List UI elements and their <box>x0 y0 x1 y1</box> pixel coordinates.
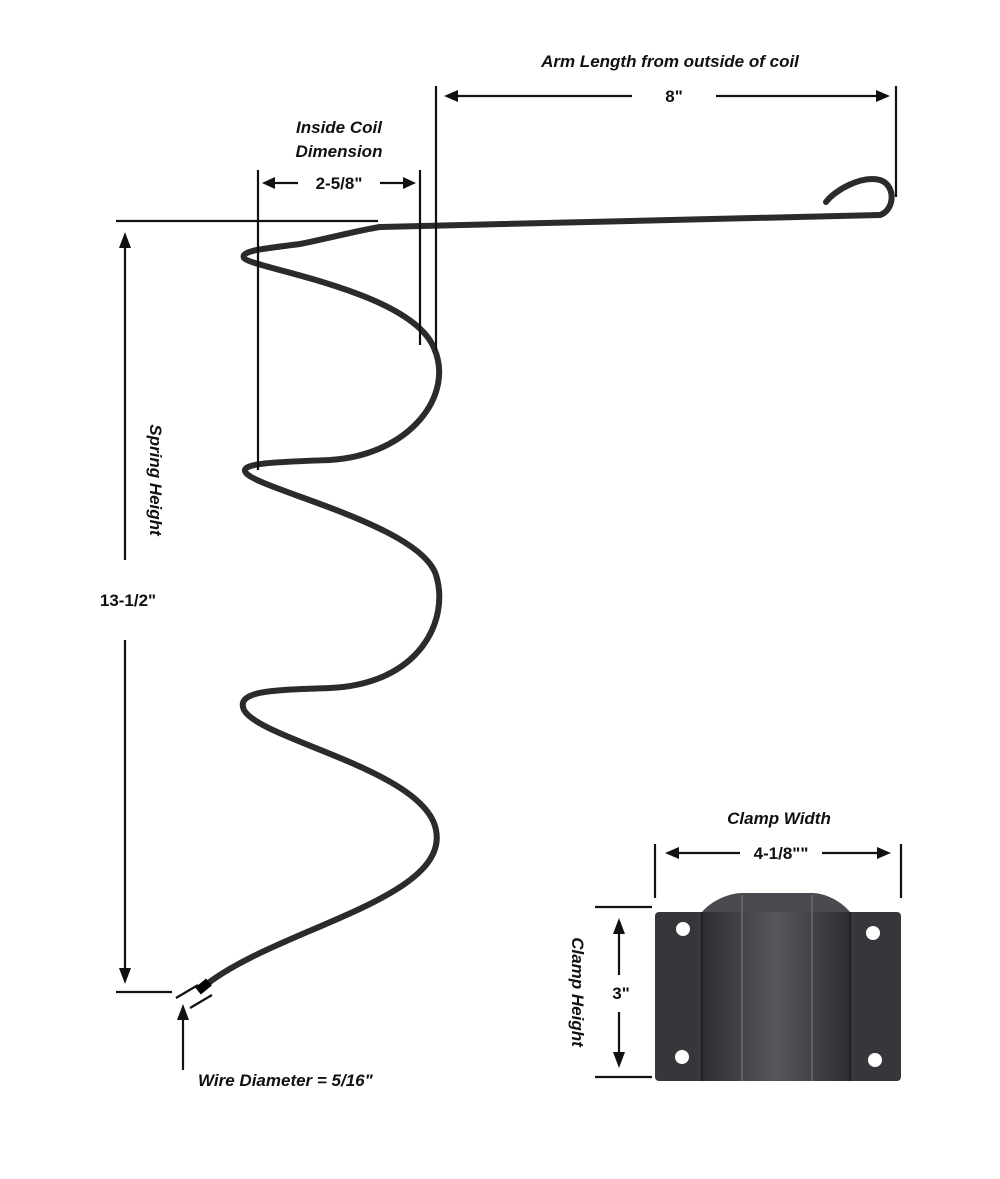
spring-height-value: 13-1/2" <box>100 591 156 610</box>
spring-height-title: Spring Height <box>146 424 165 537</box>
arm-length-title: Arm Length from outside of coil <box>540 52 800 71</box>
spring-height-dimension: 13-1/2" Spring Height <box>100 219 378 994</box>
inside-coil-title-line2: Dimension <box>296 142 383 161</box>
arm-length-value: 8" <box>665 87 683 106</box>
hook-wire <box>823 176 895 218</box>
clamp-bracket <box>655 893 901 1081</box>
inside-coil-dimension: Inside Coil Dimension 2-5/8" <box>256 118 422 470</box>
spring-wire <box>195 176 895 995</box>
clamp-height-title: Clamp Height <box>568 937 587 1048</box>
inside-coil-title-line1: Inside Coil <box>296 118 383 137</box>
arm-length-dimension: Arm Length from outside of coil 8" <box>434 52 898 350</box>
clamp-height-dimension: 3" Clamp Height <box>568 905 652 1079</box>
clamp-height-value: 3" <box>612 984 630 1003</box>
clamp-width-dimension: Clamp Width 4-1/8"" <box>653 809 903 898</box>
clamp-hole-top-right <box>866 926 880 940</box>
clamp-width-title: Clamp Width <box>727 809 831 828</box>
coil-wire <box>199 212 883 991</box>
wire-diameter-label: Wire Diameter = 5/16" <box>198 1071 374 1090</box>
clamp-width-value: 4-1/8"" <box>754 844 809 863</box>
clamp-hole-bottom-left <box>675 1050 689 1064</box>
clamp-hole-top-left <box>676 922 690 936</box>
inside-coil-value: 2-5/8" <box>316 174 363 193</box>
clamp-hole-bottom-right <box>868 1053 882 1067</box>
wire-diameter-dimension: Wire Diameter = 5/16" <box>175 984 374 1090</box>
